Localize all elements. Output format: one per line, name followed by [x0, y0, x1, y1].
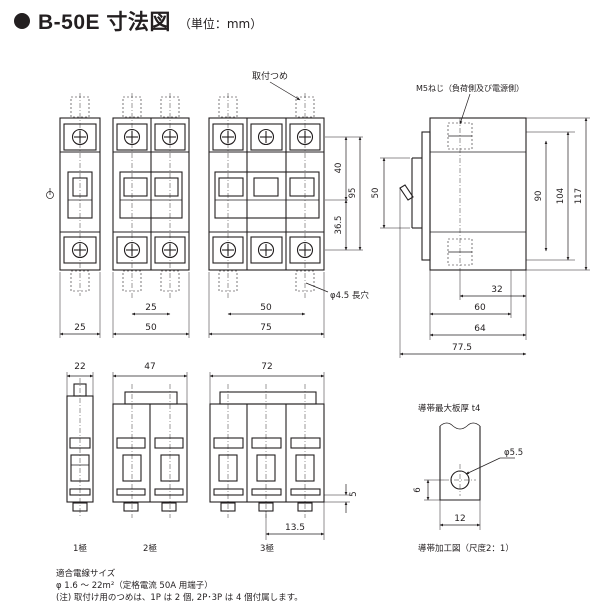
dim-77-5: 77.5: [452, 343, 472, 353]
notes: 適合電線サイズ φ 1.6 〜 22m²（定格電流 50A 用端子） (注) 取…: [56, 568, 303, 604]
front-view-1p: [46, 93, 101, 296]
busbar-hole: φ5.5: [504, 448, 523, 458]
busbar-caption: 導帯加工図（尺度2：1）: [418, 543, 514, 554]
dim-47: 47: [144, 362, 155, 372]
bottom-view-2p: [112, 384, 188, 518]
bottom-view-1p: [66, 378, 94, 518]
notes-wire-size: φ 1.6 〜 22m²（定格電流 50A 用端子）: [56, 581, 213, 591]
label-3-pole: 3極: [260, 543, 274, 554]
label-2-pole: 2極: [143, 543, 157, 554]
bottom-view-3p: [209, 384, 325, 518]
unit-label: （単位：mm）: [178, 16, 263, 31]
mount-claw-callout: 取付つめ: [252, 71, 288, 82]
dim-5: 5: [349, 491, 359, 496]
dim-60: 60: [474, 303, 486, 313]
dim-13-5: 13.5: [285, 523, 305, 533]
title-bullet-icon: [14, 13, 30, 29]
dim-40: 40: [334, 163, 344, 174]
dim-50-side: 50: [371, 188, 381, 199]
dim-12: 12: [454, 514, 465, 524]
notes-claw-note: (注) 取付け用のつめは、1P は 2 個, 2P･3P は 4 個付属します。: [56, 593, 303, 603]
side-view: [399, 93, 527, 271]
front-view-horizontal-dims: [59, 272, 329, 338]
on-symbol-icon: [46, 188, 54, 199]
bottom-view-dims: [66, 372, 350, 540]
dim-width-1p: 25: [74, 323, 85, 333]
dim-117: 117: [574, 188, 584, 204]
dim-22: 22: [74, 362, 85, 372]
dim-72: 72: [261, 362, 272, 372]
terminal-screw-icon: [257, 241, 275, 259]
hole-callout: φ4.5 長穴: [330, 290, 369, 301]
label-1-pole: 1極: [73, 543, 87, 554]
dim-32: 32: [491, 285, 502, 295]
dim-36-5: 36.5: [334, 216, 344, 235]
dim-6: 6: [413, 487, 423, 492]
dim-width-2p: 50: [145, 323, 157, 333]
busbar-detail: [424, 422, 515, 530]
screw-callout: M5ねじ（負荷側及び電源側）: [416, 83, 524, 93]
side-view-horizontal-dims: [399, 188, 527, 358]
dim-pitch-25: 25: [145, 303, 156, 313]
dim-pitch-50: 50: [260, 303, 272, 313]
side-view-vertical-dims: [380, 117, 590, 271]
front-view-2p: [112, 93, 190, 300]
front-view-3p: [208, 81, 325, 300]
dim-90: 90: [534, 191, 544, 202]
busbar-title: 導帯最大板厚 t4: [418, 403, 480, 414]
front-view-vertical-dims: [325, 136, 363, 251]
dim-95: 95: [348, 188, 358, 199]
dim-104: 104: [556, 188, 566, 204]
dim-64: 64: [474, 324, 486, 334]
terminal-screw-icon: [257, 128, 275, 146]
page-title: B-50E 寸法図: [38, 11, 171, 34]
notes-wire-size-title: 適合電線サイズ: [56, 569, 116, 579]
page-header: B-50E 寸法図 （単位：mm）: [14, 8, 262, 34]
mount-claw-icon: [218, 96, 315, 292]
dim-width-3p: 75: [260, 323, 271, 333]
